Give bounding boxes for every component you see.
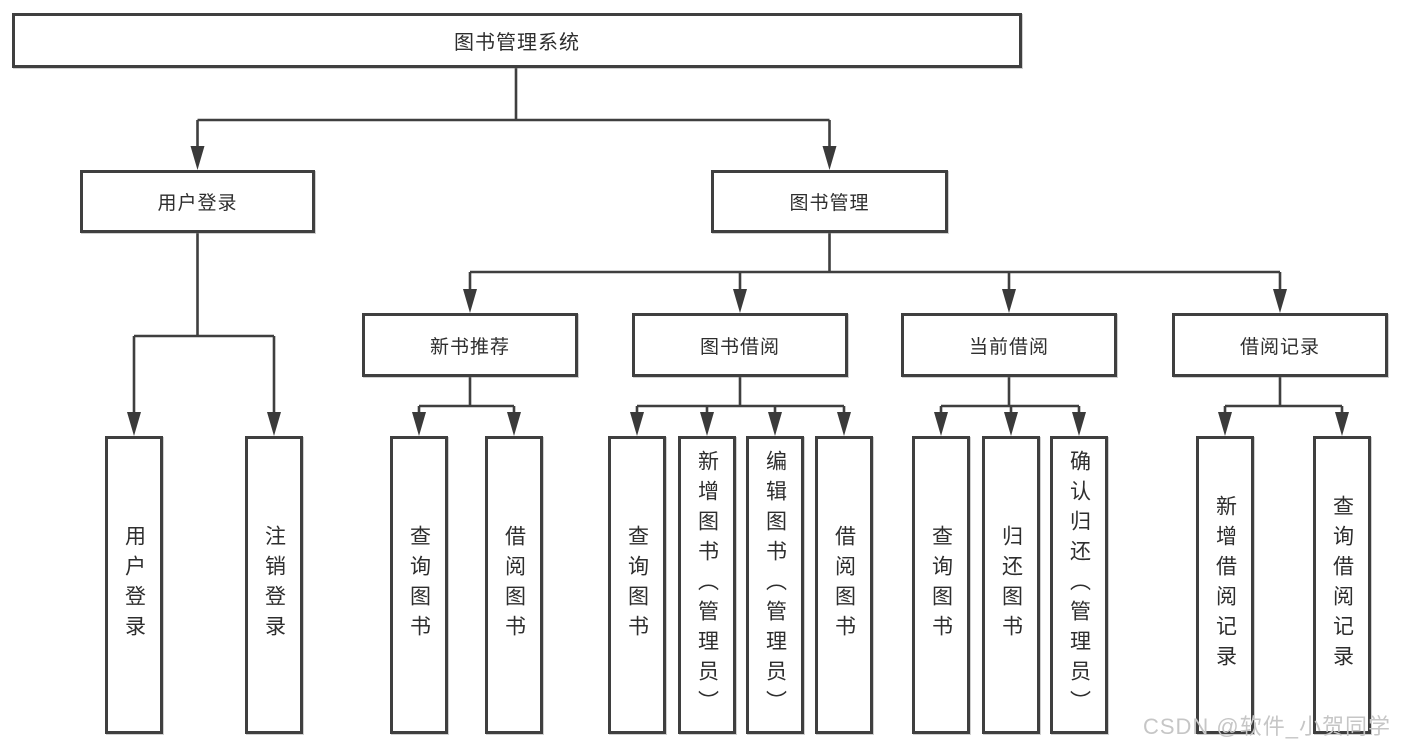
leaf-return-books: 归还图书	[982, 436, 1040, 734]
node-current-borrowing-label: 当前借阅	[968, 336, 1049, 358]
arrowhead	[127, 412, 141, 436]
leaf-query-books-borrow-label: 查询图书	[625, 525, 649, 645]
csdn-watermark: CSDN @软件_小贺同学	[1142, 714, 1391, 739]
arrowhead	[837, 412, 851, 436]
leaf-edit-books-admin-label: 编辑图书（管理员）	[763, 450, 787, 720]
leaf-query-books-recommend-label: 查询图书	[407, 525, 431, 645]
leaf-user-login: 用户登录	[105, 436, 163, 734]
node-book-borrowing: 图书借阅	[632, 313, 848, 377]
leaf-query-books-current-label: 查询图书	[929, 525, 953, 645]
arrowhead	[267, 412, 281, 436]
arrowhead	[1004, 412, 1018, 436]
node-user-login: 用户登录	[80, 170, 315, 233]
arrowhead	[507, 412, 521, 436]
leaf-add-books-admin: 新增图书（管理员）	[678, 436, 736, 734]
node-borrowing-records: 借阅记录	[1172, 313, 1388, 377]
leaf-user-login-label: 用户登录	[122, 525, 146, 645]
arrowhead	[1335, 412, 1349, 436]
node-new-book-recommend: 新书推荐	[362, 313, 578, 377]
node-borrowing-records-label: 借阅记录	[1239, 336, 1320, 358]
connector-newbooks-to-leaves	[417, 377, 516, 416]
leaf-add-borrow-record-label: 新增借阅记录	[1213, 495, 1237, 675]
leaf-logout-label: 注销登录	[262, 525, 286, 645]
node-book-management: 图书管理	[711, 170, 948, 233]
node-book-borrowing-label: 图书借阅	[699, 336, 780, 358]
arrowhead	[700, 412, 714, 436]
node-root-label: 图书管理系统	[454, 32, 580, 54]
node-user-login-label: 用户登录	[157, 193, 238, 214]
connector-borrow-to-leaves	[635, 377, 846, 416]
leaf-confirm-return-admin-label: 确认归还（管理员）	[1067, 450, 1091, 720]
arrowhead	[934, 412, 948, 436]
arrowhead	[768, 412, 782, 436]
connector-current-to-leaves	[939, 377, 1081, 416]
arrowhead	[630, 412, 644, 436]
leaf-query-books-borrow: 查询图书	[608, 436, 666, 734]
node-current-borrowing: 当前借阅	[901, 313, 1117, 377]
leaf-borrow-books-label: 借阅图书	[832, 525, 856, 645]
leaf-return-books-label: 归还图书	[999, 525, 1023, 645]
arrowhead	[1218, 412, 1232, 436]
leaf-add-borrow-record: 新增借阅记录	[1196, 436, 1254, 734]
arrowhead	[190, 146, 205, 170]
node-book-management-label: 图书管理	[789, 193, 870, 214]
arrowhead	[463, 289, 477, 313]
arrowhead	[822, 146, 837, 170]
arrowhead	[733, 289, 747, 313]
leaf-edit-books-admin: 编辑图书（管理员）	[746, 436, 804, 734]
connector-records-to-leaves	[1223, 377, 1344, 416]
leaf-confirm-return-admin: 确认归还（管理员）	[1050, 436, 1108, 734]
leaf-borrow-books-recommend-label: 借阅图书	[502, 525, 526, 645]
connector-book-to-level3	[468, 233, 1282, 293]
connector-root-to-level2	[196, 68, 831, 150]
arrowhead	[1273, 289, 1287, 313]
leaf-logout: 注销登录	[245, 436, 303, 734]
connector-user-to-leaves	[132, 233, 276, 416]
node-new-book-recommend-label: 新书推荐	[429, 336, 510, 358]
leaf-add-books-admin-label: 新增图书（管理员）	[695, 450, 719, 720]
leaf-borrow-books: 借阅图书	[815, 436, 873, 734]
leaf-borrow-books-recommend: 借阅图书	[485, 436, 543, 734]
leaf-query-books-current: 查询图书	[912, 436, 970, 734]
arrowhead	[412, 412, 426, 436]
node-root-system: 图书管理系统	[12, 13, 1022, 68]
leaf-query-borrow-record-label: 查询借阅记录	[1330, 495, 1354, 675]
leaf-query-books-recommend: 查询图书	[390, 436, 448, 734]
arrowhead	[1072, 412, 1086, 436]
arrowhead	[1002, 289, 1016, 313]
leaf-query-borrow-record: 查询借阅记录	[1313, 436, 1371, 734]
